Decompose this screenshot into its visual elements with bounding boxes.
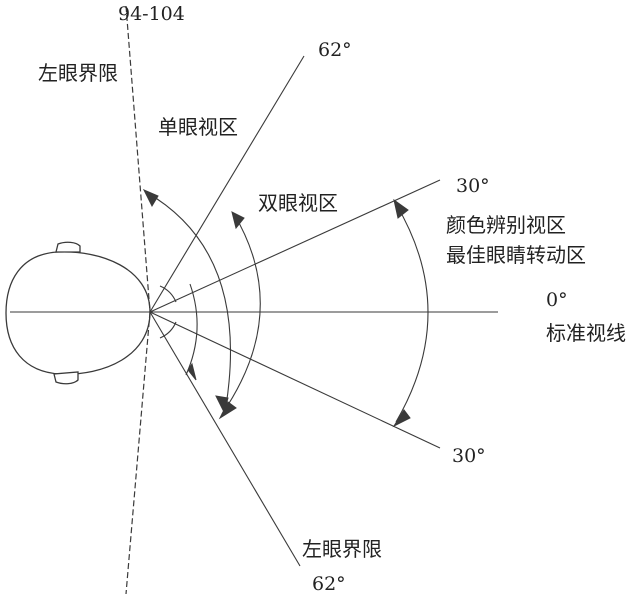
ray-lower-62 <box>149 311 301 567</box>
color-zone-arc <box>395 203 429 423</box>
angle-label-upper-62: 62° <box>318 39 352 61</box>
binocular-arc-arrowhead-top <box>231 211 245 230</box>
small-arc-upper <box>159 285 177 303</box>
angle-label-upper-30: 30° <box>456 175 490 197</box>
left-eye-limit-line <box>125 5 151 313</box>
color-zone-label-line1: 颜色辨别视区 <box>446 213 566 237</box>
color-arc-arrowhead-top <box>393 198 409 219</box>
ray-lower-30 <box>149 311 441 449</box>
binocular-arc-arrowhead-bottom <box>218 401 237 420</box>
binocular-zone-arc <box>221 213 261 415</box>
angle-label-lower-30: 30° <box>452 445 486 467</box>
ray-upper-30 <box>149 179 441 313</box>
head-outline <box>5 251 151 375</box>
mid-arc <box>185 283 198 376</box>
left-eye-limit-line-lower <box>125 311 151 595</box>
left-limit-label-top: 左眼界限 <box>38 61 118 85</box>
binocular-zone-label: 双眼视区 <box>258 191 338 215</box>
ray-upper-62 <box>149 55 305 313</box>
small-arc-lower <box>159 321 177 339</box>
angle-label-zero: 0° <box>546 289 568 311</box>
top-range-label: 94-104 <box>118 3 185 25</box>
color-zone-label-line2: 最佳眼睛转动区 <box>446 243 586 267</box>
mid-arc-arrowhead <box>187 362 197 381</box>
monocular-zone-label: 单眼视区 <box>158 115 238 139</box>
monocular-arc-arrowhead-top <box>142 189 159 208</box>
angle-label-lower-62: 62° <box>312 573 346 595</box>
monocular-zone-arc <box>145 191 232 407</box>
left-ear-shape <box>55 241 81 253</box>
color-arc-arrowhead-bottom <box>392 409 411 428</box>
right-ear-shape <box>53 371 79 385</box>
left-limit-label-bottom: 左眼界限 <box>302 537 382 561</box>
standard-sightline-label: 标准视线 <box>546 321 626 345</box>
